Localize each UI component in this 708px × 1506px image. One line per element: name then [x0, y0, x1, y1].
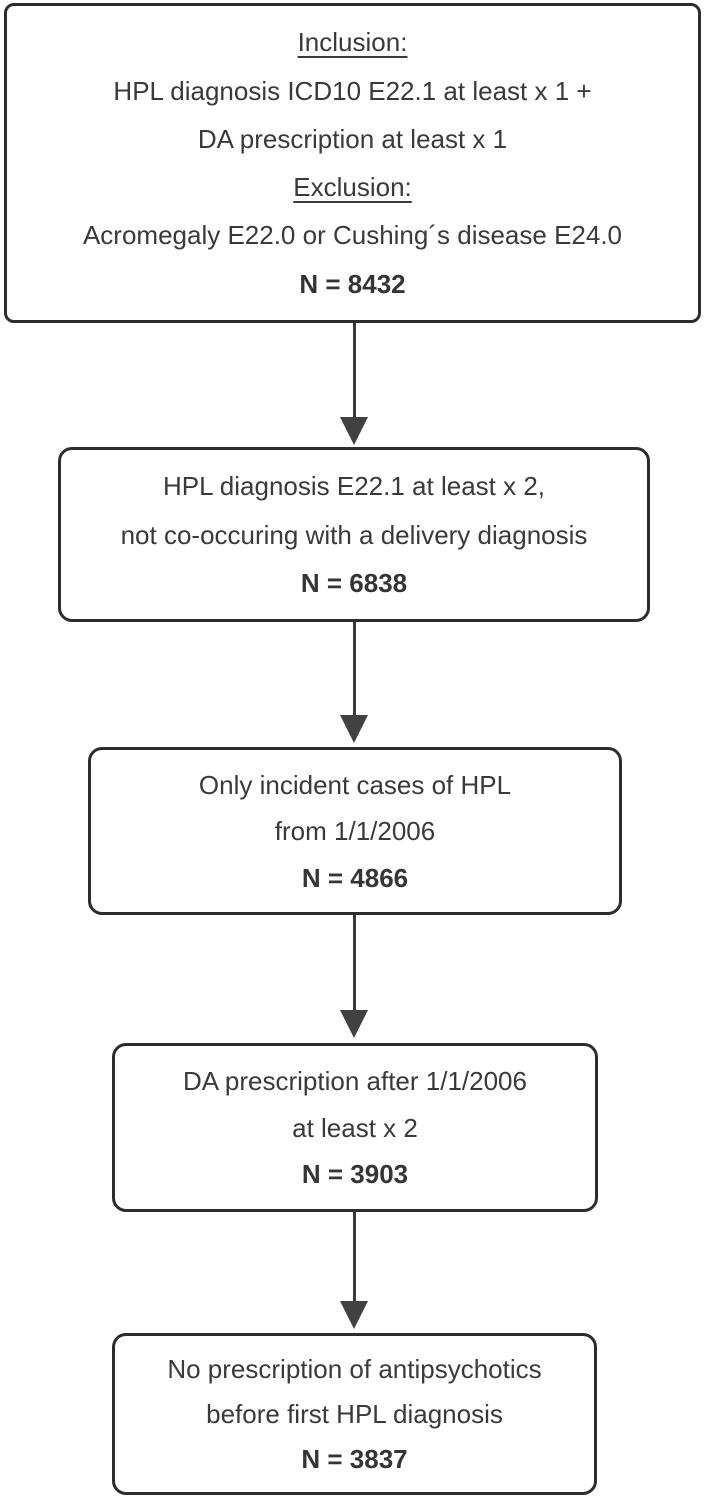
criterion-diagnosis-x2: HPL diagnosis E22.1 at least x 2,	[162, 471, 546, 502]
arrow-connector-3	[340, 915, 368, 1038]
criterion-before-first-diagnosis: before first HPL diagnosis	[206, 1399, 503, 1429]
arrow-down-icon	[340, 715, 368, 743]
count-n-4866: N = 4866	[301, 862, 409, 893]
flow-box-diagnosis-x2: HPL diagnosis E22.1 at least x 2, not co…	[58, 447, 650, 622]
criterion-no-antipsychotics: No prescription of antipsychotics	[167, 1354, 542, 1384]
count-n-6838: N = 6838	[300, 567, 408, 598]
arrow-down-icon	[340, 1010, 368, 1038]
criterion-incident-cases: Only incident cases of HPL	[198, 769, 512, 800]
criterion-not-delivery: not co-occuring with a delivery diagnosi…	[120, 519, 588, 550]
exclusion-criterion: Acromegaly E22.0 or Cushing´s disease E2…	[82, 220, 623, 251]
arrow-connector-4	[340, 1212, 368, 1329]
arrow-connector-2	[340, 622, 368, 743]
criterion-prescription-after-date: DA prescription after 1/1/2006	[183, 1065, 527, 1096]
flow-box-da-prescription: DA prescription after 1/1/2006 at least …	[112, 1043, 598, 1212]
arrow-down-icon	[340, 417, 368, 445]
count-n-3837: N = 3837	[301, 1444, 408, 1474]
inclusion-criterion-diagnosis: HPL diagnosis ICD10 E22.1 at least x 1 +	[113, 75, 592, 106]
flow-box-incident-cases: Only incident cases of HPL from 1/1/2006…	[88, 747, 622, 915]
arrow-stem	[352, 323, 356, 417]
count-n-3903: N = 3903	[301, 1159, 409, 1190]
arrow-stem	[352, 1212, 356, 1301]
count-n-8432: N = 8432	[299, 268, 406, 299]
criterion-at-least-x2: at least x 2	[292, 1112, 418, 1143]
exclusion-heading: Exclusion:	[293, 172, 412, 203]
arrow-connector-1	[340, 323, 368, 445]
arrow-down-icon	[340, 1301, 368, 1329]
inclusion-heading: Inclusion:	[297, 27, 408, 58]
arrow-stem	[352, 622, 356, 715]
criterion-from-date: from 1/1/2006	[274, 816, 436, 846]
arrow-stem	[352, 915, 356, 1010]
flow-box-cohort-criteria: Inclusion: HPL diagnosis ICD10 E22.1 at …	[4, 3, 701, 323]
inclusion-criterion-prescription: DA prescription at least x 1	[197, 123, 508, 154]
flow-box-no-antipsychotics: No prescription of antipsychotics before…	[112, 1333, 597, 1495]
